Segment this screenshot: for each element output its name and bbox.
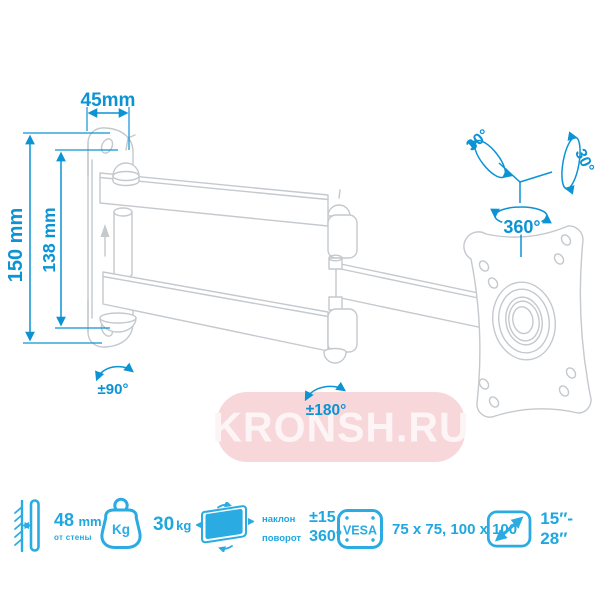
annotations: [23, 107, 581, 402]
lower-arm: [102, 271, 329, 352]
dim-150mm: [23, 132, 110, 344]
spec-vesa: VESA 75 x 75, 100 x 100: [336, 508, 517, 550]
dim-138mm: [55, 149, 118, 329]
wall-distance-icon: [14, 499, 40, 553]
tilt-value: ±15: [309, 508, 336, 526]
rotate-head-label: 360°: [503, 217, 540, 237]
watermark-text: KRONSH.RU: [212, 403, 470, 450]
screen-diagonal-icon: [486, 510, 532, 548]
swivel-label: поворот: [262, 532, 302, 544]
dim-150mm-label: 150 mm: [5, 208, 27, 283]
tilt-right-label: 30°: [571, 146, 597, 175]
vesa-icon-label: VESA: [343, 524, 377, 538]
wall-distance-unit: mm: [78, 513, 102, 529]
max-weight-unit: kg: [176, 518, 192, 533]
tilt-label: наклон: [262, 513, 296, 525]
vesa-icon: VESA: [337, 509, 383, 549]
vesa-dimensions: 75 x 75, 100 x 100: [392, 520, 518, 538]
spec-max-weight: Kg 30 kg: [97, 496, 191, 553]
spec-wall-distance: 48 mm от стены: [10, 497, 102, 555]
dim-45mm-label: 45mm: [81, 90, 136, 111]
tilt-left-label: 30°: [463, 126, 492, 155]
elbow-joint: [323, 189, 358, 364]
vesa-plate: [463, 225, 592, 418]
wall-distance-value: 48: [54, 509, 75, 530]
kettlebell-icon: Kg: [100, 497, 142, 549]
up-arrow: [100, 224, 110, 257]
screen-tilt-icon: [196, 502, 254, 552]
spec-screen-size: 15″- 28″: [486, 508, 600, 550]
rotate-elbow-label: ±180°: [306, 402, 347, 419]
vesa-plate-hub: [492, 281, 556, 361]
wall-distance-note: от стены: [54, 532, 92, 542]
tilt-arrow-right: [561, 131, 581, 195]
screen-size-value: 15″- 28″: [540, 509, 573, 548]
spec-tilt-swivel: наклон ±15 поворот 360°: [196, 502, 342, 552]
max-weight-value: 30: [153, 514, 175, 535]
swivel-arrow-90: [95, 362, 134, 382]
dim-138mm-label: 138 mm: [39, 207, 59, 272]
watermark-badge: KRONSH.RU: [212, 392, 469, 462]
swivel-arrow-360: [490, 206, 552, 226]
rotate-wall-label: ±90°: [98, 381, 129, 398]
kettlebell-label: Kg: [112, 522, 130, 537]
swivel-arrow-180: [304, 381, 346, 402]
bracket-drawing: [87, 127, 592, 418]
bracket-technical-drawing: 45mm 150 mm 138 mm 30° 30° 360° ±90° ±18…: [5, 90, 597, 419]
wall-top-pivot: [112, 134, 140, 187]
dim-45mm: [86, 107, 130, 150]
rotation-connector: [498, 162, 553, 257]
swivel-value: 360°: [309, 527, 343, 545]
wall-post: [113, 207, 133, 279]
tilt-arrow-left: [467, 139, 513, 179]
